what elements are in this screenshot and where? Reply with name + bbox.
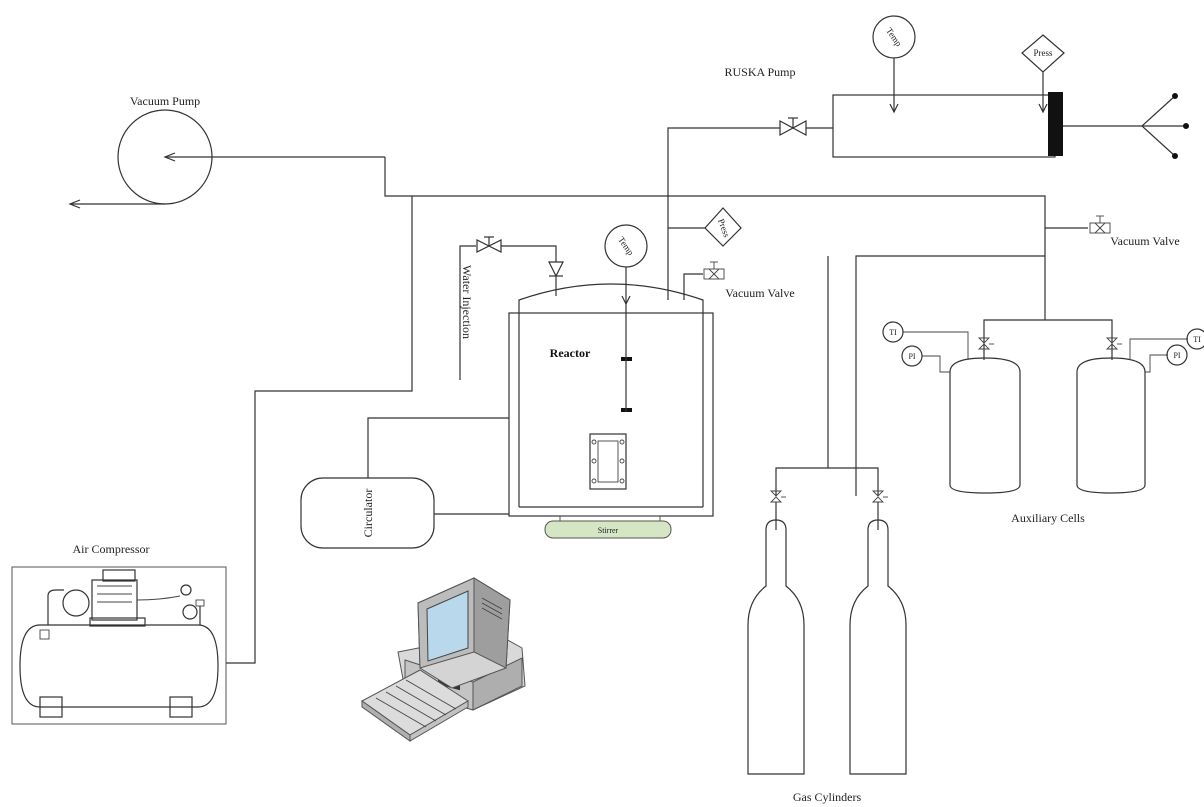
right-vacuum-valve-label: Vacuum Valve xyxy=(1110,234,1179,248)
air-compressor-label: Air Compressor xyxy=(73,542,150,556)
ruska-line-left xyxy=(667,127,780,300)
reactor-temp-gauge: Temp xyxy=(604,224,648,306)
right-vacuum-valve xyxy=(1089,215,1111,234)
auxiliary-cells-label: Auxiliary Cells xyxy=(1011,511,1085,525)
ruska-pump xyxy=(832,92,1189,159)
ruska-press-indicator: Press xyxy=(1021,34,1065,114)
water-injection-label: Water Injection xyxy=(460,265,474,339)
reactor-vacuum-branch xyxy=(683,273,703,300)
reactor xyxy=(508,283,714,517)
stirrer-label: Stirrer xyxy=(598,526,619,535)
reactor-label: Reactor xyxy=(550,346,591,360)
ruska-temp-gauge: Temp xyxy=(872,15,916,114)
vacuum-pump-label: Vacuum Pump xyxy=(130,94,200,108)
aux-left-ti-label: TI xyxy=(889,328,897,337)
vacuum-pump xyxy=(68,109,385,209)
gas-supply-line-top xyxy=(855,255,1045,496)
ruska-valve xyxy=(779,117,807,137)
aux-right-ti-label: TI xyxy=(1193,335,1201,344)
water-injection-line xyxy=(459,245,476,380)
check-valve xyxy=(548,261,564,278)
reactor-press-indicator: Press xyxy=(704,207,742,247)
reactor-temp-label: Temp xyxy=(616,235,636,258)
ruska-temp-label: Temp xyxy=(884,26,904,49)
air-compressor xyxy=(11,566,227,725)
ruska-press-label: Press xyxy=(1033,48,1052,58)
stirrer: Stirrer xyxy=(544,515,672,539)
circulator-label: Circulator xyxy=(361,489,375,538)
aux-manifold-line xyxy=(983,319,1113,360)
air-line xyxy=(226,196,413,664)
reactor-vacuum-valve-label: Vacuum Valve xyxy=(725,286,794,300)
gas-cylinders-label: Gas Cylinders xyxy=(793,790,862,804)
main-header-line xyxy=(668,195,1046,320)
circulator: Circulator xyxy=(300,477,435,549)
gas-cylinder-right xyxy=(849,490,907,775)
auxiliary-cell-left: TI PI xyxy=(882,321,1021,494)
water-injection-valve xyxy=(476,236,502,253)
auxiliary-cell-right: TI PI xyxy=(1076,328,1204,494)
computer-icon xyxy=(361,577,526,742)
gas-manifold-line xyxy=(775,467,879,496)
gas-cylinder-left xyxy=(747,490,805,775)
circulator-supply-line xyxy=(367,417,509,478)
aux-right-pi-label: PI xyxy=(1173,351,1180,360)
ruska-pump-label: RUSKA Pump xyxy=(724,65,795,79)
aux-left-pi-label: PI xyxy=(908,352,915,361)
reactor-press-label: Press xyxy=(716,217,732,239)
vacuum-header-line xyxy=(384,157,668,197)
reactor-vacuum-valve xyxy=(703,261,725,280)
